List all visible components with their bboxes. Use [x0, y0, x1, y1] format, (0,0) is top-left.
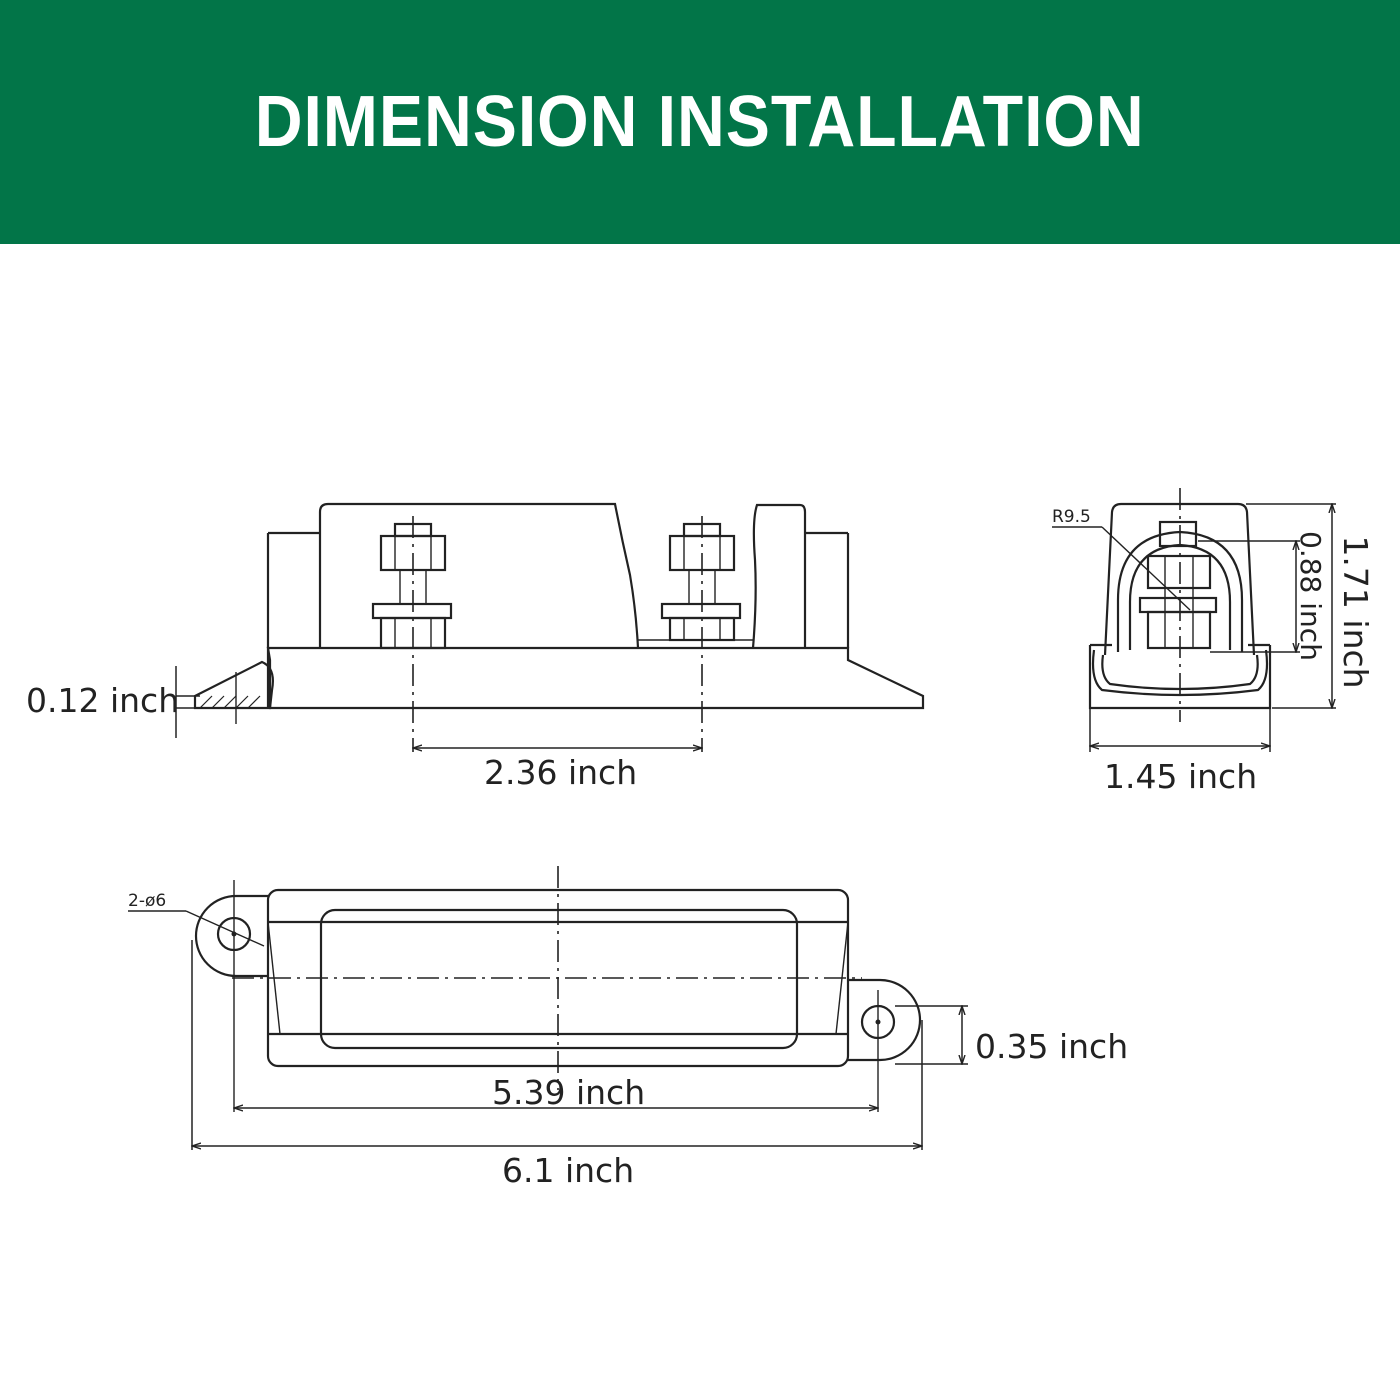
hole-spacing-label: 5.39 inch: [492, 1073, 645, 1112]
stud-left: [371, 522, 453, 650]
front-view: 0.12 inch 2.36 inch: [26, 502, 925, 792]
top-view: 2-ø6 0.35 inch 5.39 inch 6.1 inch: [128, 866, 1128, 1190]
width-label: 1.45 inch: [1104, 757, 1257, 796]
side-view: R9.5 0.88 inch 1.71 inch 1.45 inch: [1052, 488, 1375, 796]
stud-right: [660, 522, 742, 642]
stud-height-label: 0.88 inch: [1294, 531, 1327, 661]
radius-label: R9.5: [1052, 507, 1091, 527]
header-banner: DIMENSION INSTALLATION: [0, 0, 1400, 244]
hole-label: 2-ø6: [128, 891, 166, 911]
height-label: 1.71 inch: [1336, 535, 1375, 688]
ear-label: 0.35 inch: [975, 1027, 1128, 1066]
overall-length-label: 6.1 inch: [502, 1151, 634, 1190]
page-title: DIMENSION INSTALLATION: [255, 82, 1145, 162]
thickness-label: 0.12 inch: [26, 681, 179, 720]
stud-spacing-label: 2.36 inch: [484, 753, 637, 792]
